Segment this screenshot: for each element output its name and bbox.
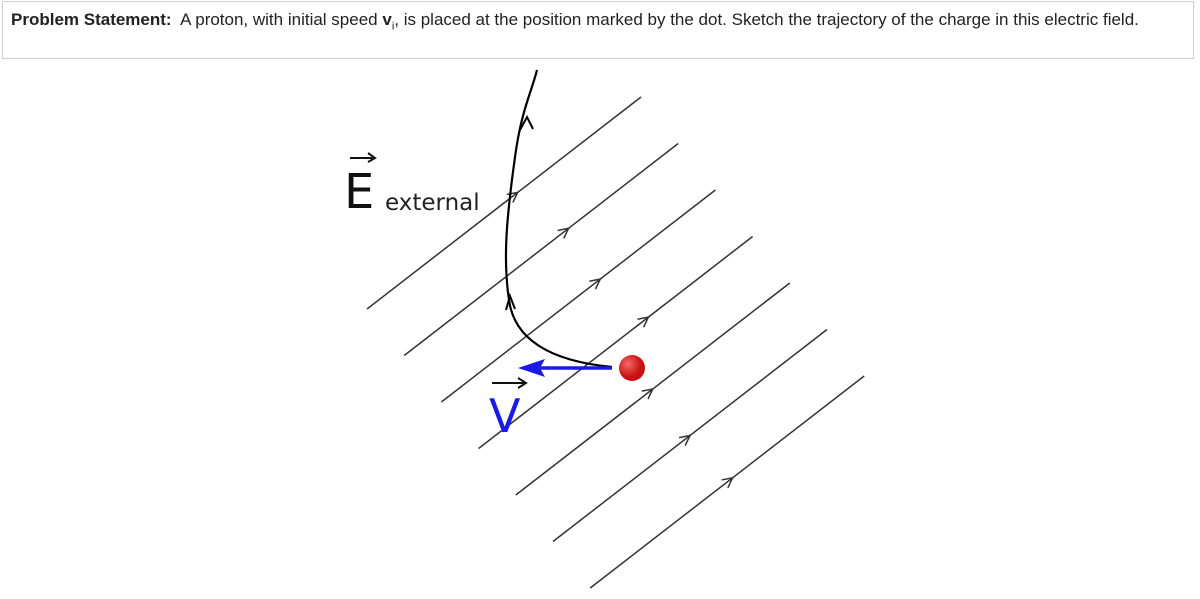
- problem-text-2: , is placed at the position marked by th…: [394, 10, 1139, 29]
- field-line: [440, 189, 716, 403]
- field-arrow-icon: [678, 434, 692, 446]
- field-vector-arrow-icon: [350, 152, 377, 163]
- trajectory-arrow-icon: [505, 114, 534, 311]
- field-arrow-icon: [637, 316, 650, 328]
- problem-statement: Problem Statement: A proton, with initia…: [2, 1, 1194, 59]
- field-arrow-icon: [641, 387, 655, 400]
- velocity-vector-arrow-icon: [492, 377, 528, 389]
- field-line: [589, 375, 865, 589]
- trajectory: [504, 69, 613, 369]
- speed-var: v: [382, 10, 392, 29]
- field-lines: [366, 96, 865, 589]
- field-line: [403, 142, 679, 357]
- field-arrow-icon: [557, 227, 570, 239]
- speed-sub: i: [391, 20, 395, 33]
- proton-dot: [619, 355, 645, 381]
- velocity-arrowhead-icon: [518, 359, 545, 377]
- field-arrow-icon: [721, 476, 735, 489]
- field-subscript: external: [385, 190, 480, 216]
- problem-text-1: A proton, with initial speed: [180, 10, 383, 29]
- problem-label: Problem Statement:: [11, 10, 172, 29]
- field-arrow-icon: [589, 278, 602, 290]
- field-symbol: E: [344, 164, 374, 220]
- field-line: [478, 235, 754, 450]
- field-line: [366, 96, 642, 310]
- velocity-symbol: V: [489, 389, 521, 443]
